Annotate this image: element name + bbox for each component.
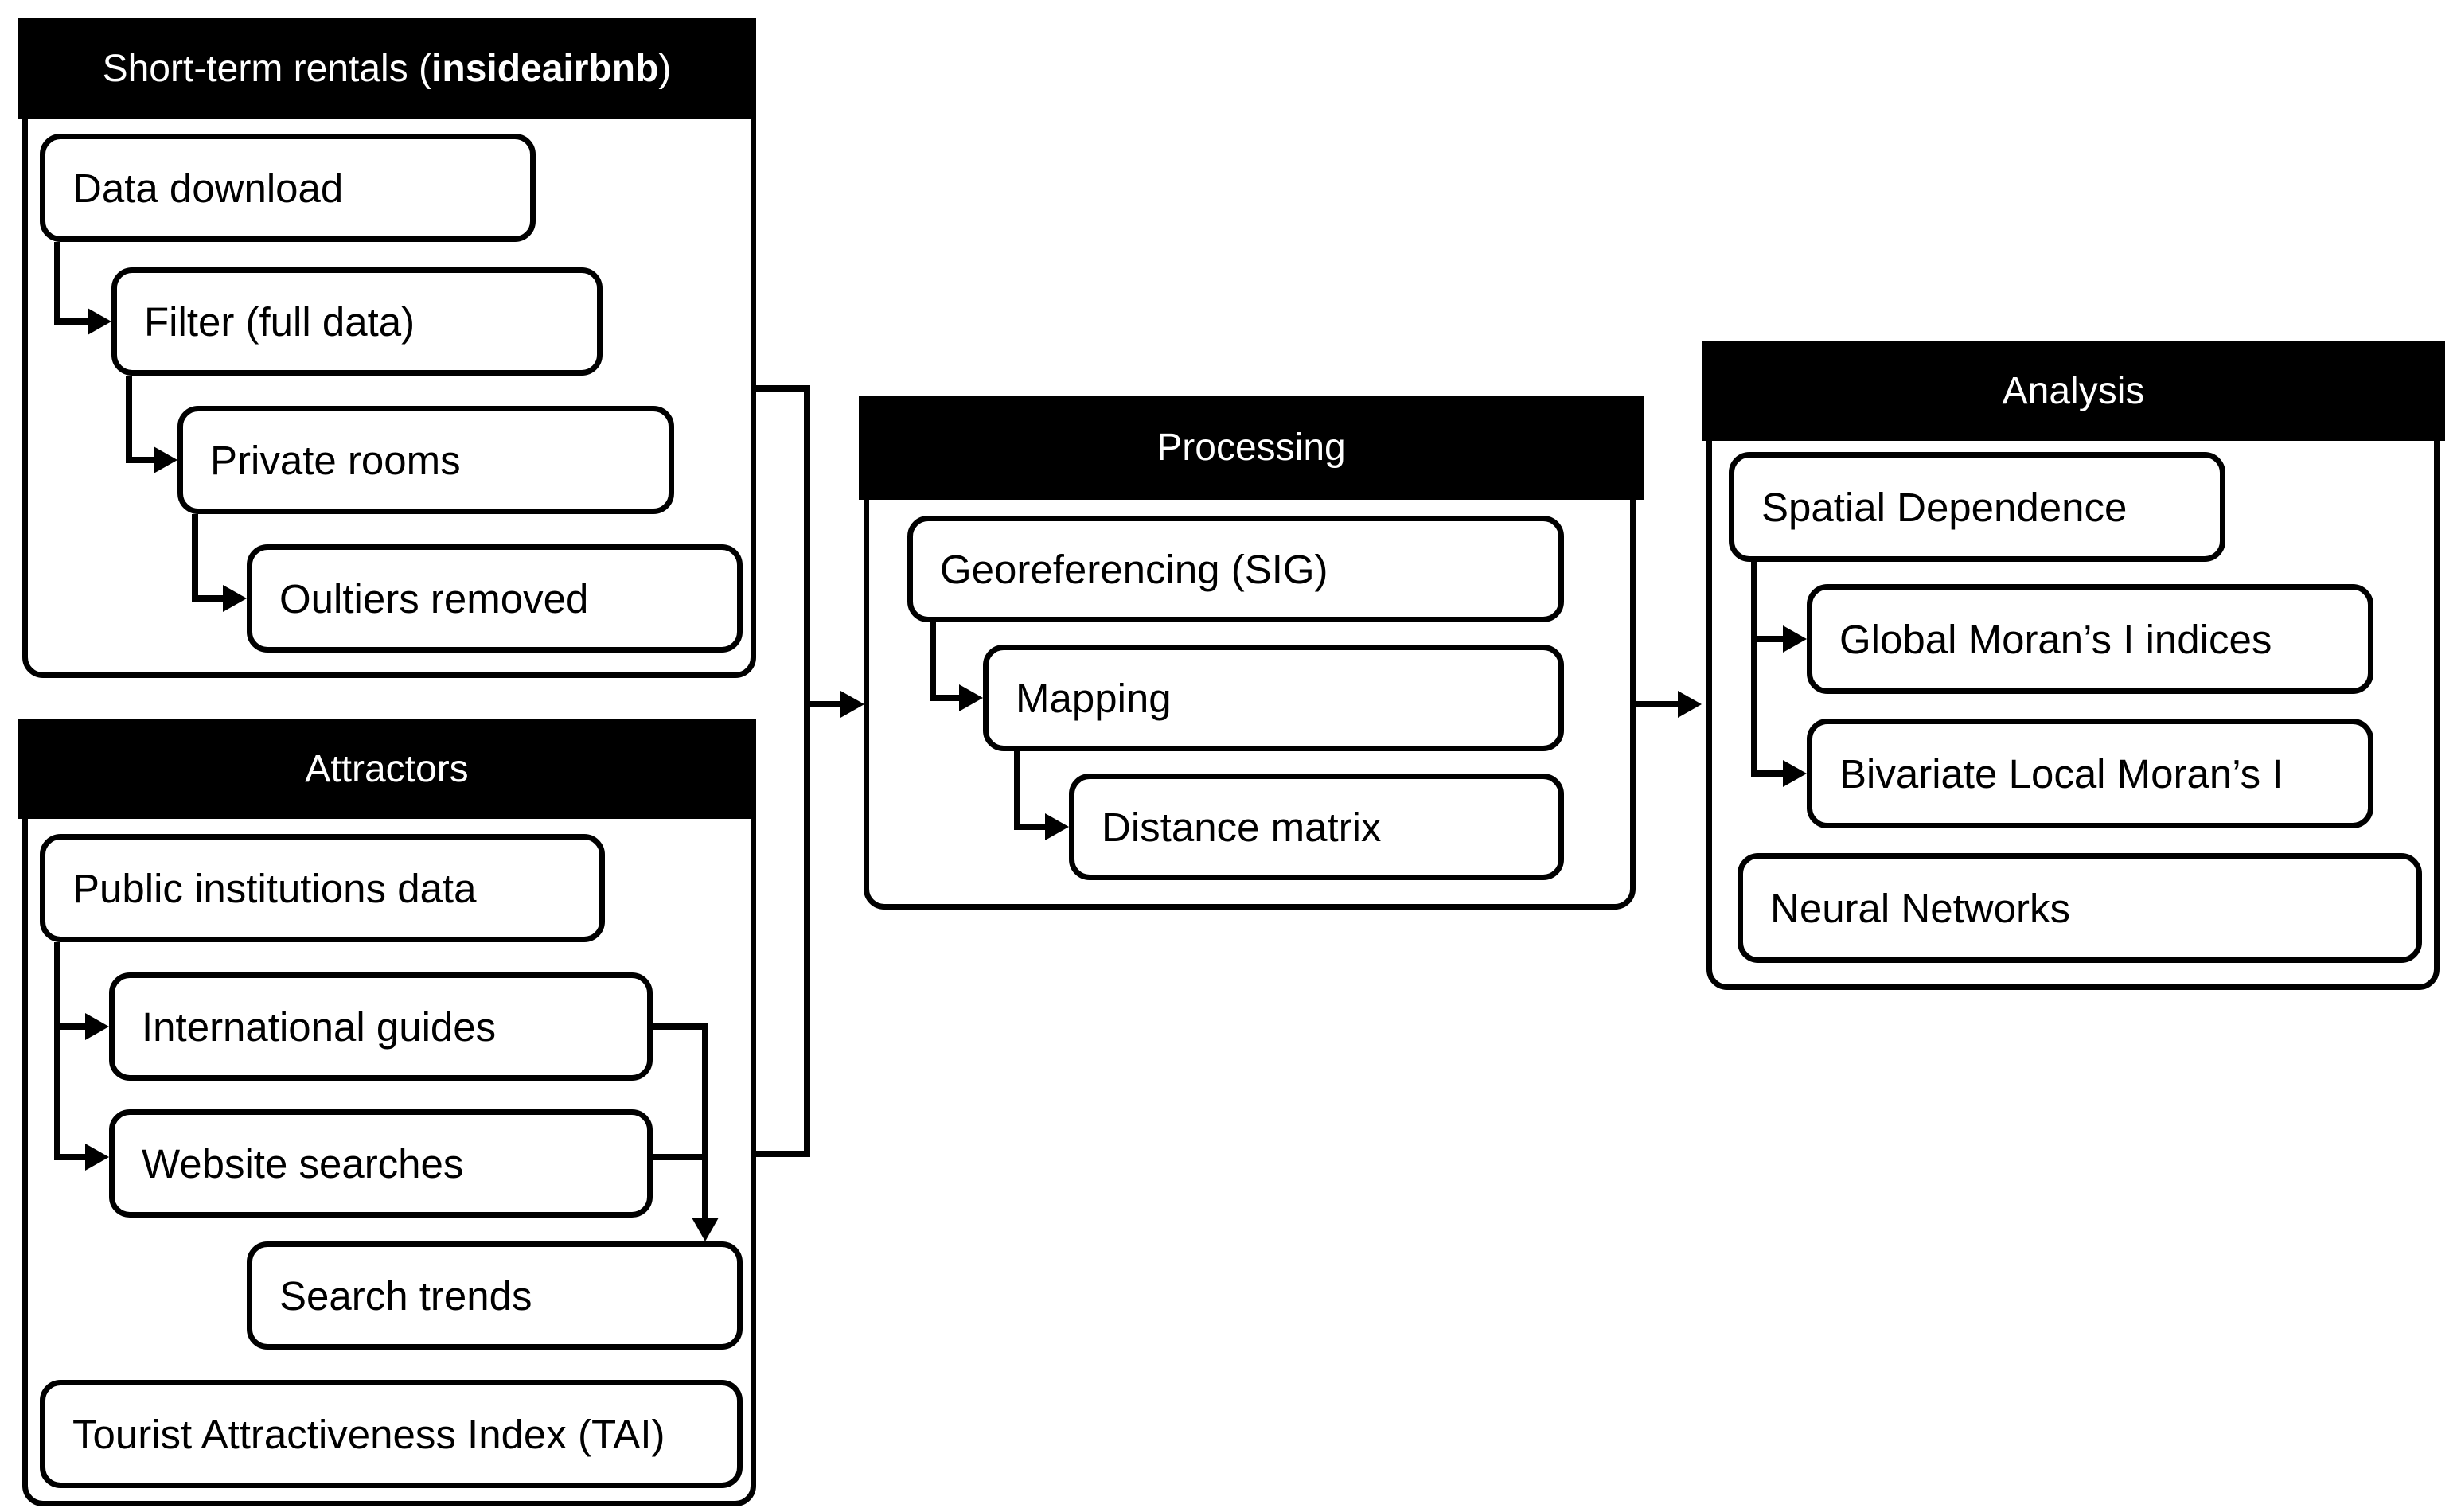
arrowhead-right-icon (88, 308, 111, 335)
connector-segment (751, 1151, 810, 1157)
connector-segment (807, 701, 842, 707)
analysis-panel-title: Analysis (2002, 369, 2145, 412)
arrowhead-right-icon (1678, 691, 1702, 718)
node-search-trends: Search trends (247, 1241, 743, 1350)
processing-panel-title: Processing (1156, 427, 1346, 469)
connector-segment (54, 942, 60, 1160)
node-distance-matrix: Distance matrix (1069, 774, 1564, 880)
node-mapping: Mapping (983, 645, 1564, 751)
rentals-title-suffix: ) (658, 47, 672, 90)
connector-segment (1751, 770, 1783, 777)
node-outliers-removed: Oultiers removed (247, 544, 743, 653)
node-neural-networks: Neural Networks (1738, 853, 2422, 963)
arrowhead-right-icon (154, 446, 177, 473)
node-global-morans-i-indices: Global Moran’s I indices (1807, 584, 2373, 694)
connector-segment (653, 1023, 708, 1030)
connector-segment (54, 242, 60, 325)
connector-segment (1014, 824, 1046, 830)
connector-segment (1751, 636, 1783, 642)
rentals-title-prefix: Short-term rentals ( (102, 47, 432, 90)
node-spatial-dependence: Spatial Dependence (1729, 452, 2225, 562)
connector-segment (1014, 751, 1020, 830)
arrowhead-right-icon (85, 1144, 109, 1171)
connector-segment (653, 1154, 708, 1160)
node-bivariate-local-morans-i: Bivariate Local Moran’s I (1807, 719, 2373, 828)
connector-segment (804, 385, 810, 1157)
connector-segment (1636, 701, 1679, 707)
connector-segment (1751, 556, 1757, 777)
arrowhead-right-icon (840, 691, 864, 718)
rentals-title-bold: insideairbnb (431, 47, 659, 90)
processing-panel-header: Processing (859, 396, 1644, 500)
arrowhead-right-icon (85, 1013, 109, 1040)
node-filter-full-data: Filter (full data) (111, 267, 603, 376)
node-private-rooms: Private rooms (177, 406, 674, 514)
analysis-panel-header: Analysis (1702, 341, 2445, 441)
connector-segment (930, 695, 960, 701)
connector-segment (54, 318, 89, 325)
node-public-institutions-data: Public institutions data (40, 834, 605, 942)
attractors-panel-title: Attractors (305, 747, 469, 790)
node-data-download: Data download (40, 134, 536, 242)
arrowhead-right-icon (959, 684, 983, 711)
connector-segment (702, 1023, 708, 1219)
arrowhead-down-icon (692, 1218, 719, 1241)
rentals-panel-header: Short-term rentals (insideairbnb) (18, 18, 756, 119)
node-international-guides: International guides (109, 972, 653, 1081)
arrowhead-right-icon (223, 585, 247, 612)
attractors-panel-header: Attractors (18, 719, 756, 819)
connector-segment (54, 1023, 86, 1030)
connector-segment (126, 376, 132, 463)
arrowhead-right-icon (1045, 813, 1069, 840)
arrowhead-right-icon (1783, 625, 1807, 653)
node-tourist-attractiveness-index: Tourist Attractiveness Index (TAI) (40, 1380, 743, 1488)
arrowhead-right-icon (1783, 760, 1807, 787)
connector-segment (751, 385, 810, 392)
node-georeferencing-sig: Georeferencing (SIG) (907, 516, 1564, 622)
connector-segment (930, 622, 936, 701)
connector-segment (192, 595, 225, 602)
rentals-panel-title: Short-term rentals (insideairbnb) (103, 47, 672, 91)
connector-segment (54, 1154, 86, 1160)
connector-segment (126, 457, 156, 463)
node-website-searches: Website searches (109, 1109, 653, 1218)
connector-segment (192, 514, 198, 602)
